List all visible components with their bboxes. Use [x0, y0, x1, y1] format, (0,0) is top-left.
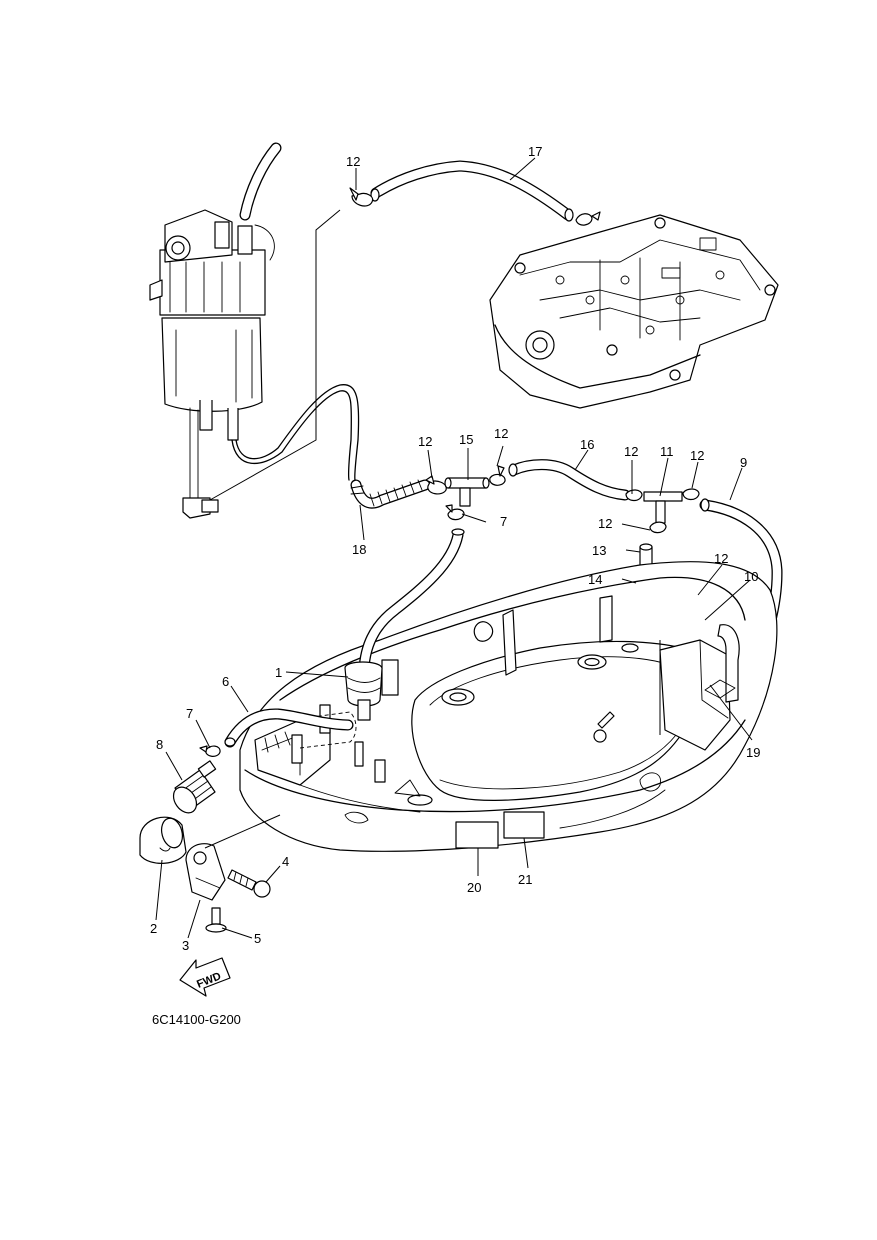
- connector-8: [172, 760, 217, 814]
- callout-5: 5: [254, 931, 261, 946]
- callout-14: 14: [588, 572, 602, 587]
- callout-17: 17: [528, 144, 542, 159]
- callout-18: 18: [352, 542, 366, 557]
- clamp-7-upper: [445, 504, 465, 521]
- callout-7: 7: [500, 514, 507, 529]
- grommet-1: [344, 661, 383, 721]
- callout-12: 12: [418, 434, 432, 449]
- callout-10: 10: [744, 569, 758, 584]
- callout-21: 21: [518, 872, 532, 887]
- bottom-cowling: [239, 561, 778, 852]
- cap-2: [139, 816, 187, 864]
- hose-18: [350, 479, 431, 509]
- callout-labels: 12 17 12 15 12 16 12 11 12 9 7 12 18 13 …: [150, 144, 760, 953]
- clamp-12-left: [425, 475, 447, 495]
- hose-17: [370, 160, 574, 222]
- callout-16: 16: [580, 437, 594, 452]
- callout-12: 12: [690, 448, 704, 463]
- label-21: [503, 811, 545, 839]
- hose-to-grommet: [358, 528, 465, 676]
- callout-1: 1: [275, 665, 282, 680]
- screw-5: [205, 907, 227, 933]
- callout-20: 20: [467, 880, 481, 895]
- hose-clip-icon: [575, 211, 601, 226]
- hose-16: [508, 459, 631, 501]
- callout-11: 11: [660, 444, 674, 459]
- clamp-12-joint-lower: [649, 521, 667, 534]
- callout-12: 12: [624, 444, 638, 459]
- vapor-separator-assembly: [149, 142, 282, 519]
- callout-8: 8: [156, 737, 163, 752]
- clamp-12-hose9: [682, 488, 700, 501]
- callout-9: 9: [740, 455, 747, 470]
- hose-6: [224, 708, 354, 748]
- hose-clip-icon: [349, 187, 374, 207]
- callout-12: 12: [494, 426, 508, 441]
- callout-3: 3: [182, 938, 189, 953]
- callout-4: 4: [282, 854, 289, 869]
- callout-15: 15: [459, 432, 473, 447]
- leader-lines: [155, 157, 753, 939]
- upper-casing: [489, 214, 779, 409]
- callout-7: 7: [186, 706, 193, 721]
- screw-4: [227, 869, 271, 898]
- leader-line: [209, 209, 341, 501]
- bracket-3: [185, 843, 226, 901]
- label-20: [455, 821, 499, 849]
- fwd-arrow-icon: FWD: [179, 957, 231, 997]
- clamp-7-lower: [199, 745, 221, 757]
- callout-13: 13: [592, 543, 606, 558]
- joint-15: [444, 477, 490, 507]
- callout-12: 12: [598, 516, 612, 531]
- callout-6: 6: [222, 674, 229, 689]
- clamp-12-mid: [489, 465, 506, 486]
- callout-19: 19: [746, 745, 760, 760]
- separator-return-hose: [231, 384, 360, 481]
- callout-2: 2: [150, 921, 157, 936]
- joint-11: [643, 491, 683, 524]
- callout-12: 12: [346, 154, 360, 169]
- clamp-12-hose16: [625, 489, 643, 502]
- diagram-code: 6C14100-G200: [152, 1012, 241, 1027]
- callout-12: 12: [714, 551, 728, 566]
